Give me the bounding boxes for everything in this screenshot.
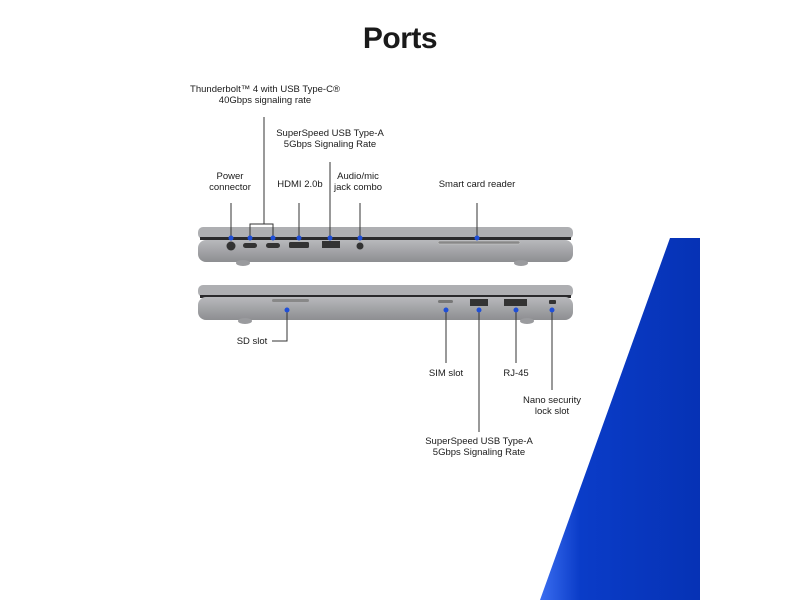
label-line: 40Gbps signaling rate bbox=[218, 95, 312, 106]
label-usb-a-left: SuperSpeed USB Type-A 5Gbps Signaling Ra… bbox=[276, 128, 384, 150]
label-line: Audio/mic bbox=[337, 171, 379, 182]
label-line: Smart card reader bbox=[438, 179, 516, 190]
label-line: SIM slot bbox=[428, 368, 464, 379]
label-line: SuperSpeed USB Type-A bbox=[425, 436, 533, 447]
label-line: Thunderbolt™ 4 with USB Type-C® bbox=[190, 84, 340, 95]
label-line: 5Gbps Signaling Rate bbox=[283, 139, 377, 150]
label-lock: Nano security lock slot bbox=[523, 395, 581, 417]
label-rj45: RJ-45 bbox=[503, 368, 528, 379]
label-hdmi: HDMI 2.0b bbox=[277, 179, 322, 190]
callout-dots-right bbox=[284, 307, 555, 313]
page-title: Ports bbox=[362, 22, 438, 55]
label-line: RJ-45 bbox=[503, 368, 529, 379]
label-line: 5Gbps Signaling Rate bbox=[432, 447, 526, 458]
label-sd: SD slot bbox=[237, 336, 268, 347]
label-usb-a-right: SuperSpeed USB Type-A 5Gbps Signaling Ra… bbox=[425, 436, 533, 458]
laptop-right-side bbox=[198, 285, 573, 324]
label-power: Power connector bbox=[209, 171, 251, 193]
label-audio: Audio/mic jack combo bbox=[334, 171, 382, 193]
label-line: HDMI 2.0b bbox=[277, 179, 323, 190]
label-line: SD slot bbox=[236, 336, 268, 347]
callout-dots-left bbox=[228, 235, 480, 241]
leader-lines-right bbox=[272, 310, 553, 432]
label-thunderbolt: Thunderbolt™ 4 with USB Type-C® 40Gbps s… bbox=[190, 84, 340, 106]
label-sim: SIM slot bbox=[429, 368, 463, 379]
label-line: SuperSpeed USB Type-A bbox=[276, 128, 384, 139]
label-line: connector bbox=[209, 182, 251, 193]
label-line: jack combo bbox=[333, 182, 383, 193]
label-smart-card: Smart card reader bbox=[439, 179, 516, 190]
label-line: Power bbox=[216, 171, 244, 182]
leader-lines-left bbox=[230, 117, 478, 238]
label-line: Nano security bbox=[522, 395, 582, 406]
decorative-blue-shape bbox=[540, 238, 700, 600]
label-line: lock slot bbox=[534, 406, 570, 417]
laptop-left-side bbox=[198, 227, 573, 266]
